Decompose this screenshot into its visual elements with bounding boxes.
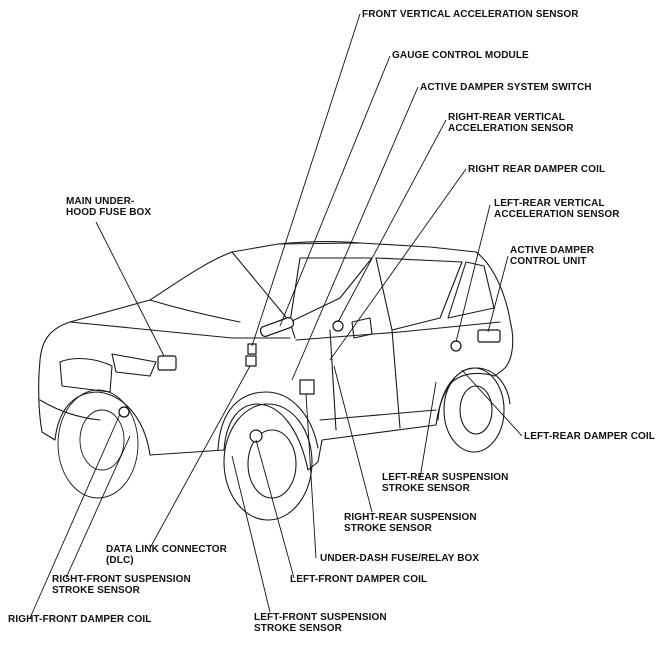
rr-sensor-shape [332,320,344,332]
leader-left-front-suspension-stroke-sensor [231,455,271,613]
vehicle-body-outline [38,242,514,471]
label-right-front-damper-coil: RIGHT-FRONT DAMPER COIL [8,614,152,625]
leader-left-rear-damper-coil [461,369,523,437]
lr-sensor-shape [450,340,462,352]
leader-left-rear-vertical-acceleration-sensor [455,204,491,343]
front-door-seam [329,329,337,431]
hood-outline [69,321,291,339]
front-right-wheel-rim [79,409,125,471]
label-active-damper-system-switch: ACTIVE DAMPER SYSTEM SWITCH [420,82,592,93]
control-unit-shape [477,329,501,343]
body-belt-line [295,321,501,341]
rear-quarter-window [447,261,495,319]
label-left-front-damper-coil: LEFT-FRONT DAMPER COIL [290,574,428,585]
rear-door-window [375,257,463,331]
leader-right-front-damper-coil [29,413,121,619]
leader-gauge-control-module [279,55,391,327]
front-left-wheel [223,403,313,521]
leader-active-damper-control-unit [487,255,509,333]
label-left-rear-suspension-stroke-sensor: LEFT-REAR SUSPENSION STROKE SENSOR [382,472,509,494]
side-mirror [351,317,373,339]
headlight [111,353,157,377]
leader-right-front-suspension-stroke-sensor [65,435,131,579]
rear-door-seam [391,329,401,429]
under-dash-box-shape [299,379,315,395]
label-front-vertical-acceleration-sensor: FRONT VERTICAL ACCELERATION SENSOR [362,9,579,20]
label-right-rear-vertical-acceleration-sensor: RIGHT-REAR VERTICAL ACCELERATION SENSOR [448,112,574,134]
front-wheel-arch [217,391,319,451]
dlc-shape [245,355,257,367]
leader-main-under-hood-fuse-box [95,221,165,357]
label-gauge-control-module: GAUGE CONTROL MODULE [392,50,529,61]
label-left-front-suspension-stroke-sensor: LEFT-FRONT SUSPENSION STROKE SENSOR [254,612,387,634]
leader-data-link-connector [149,365,251,549]
rear-left-wheel-rim [459,385,493,435]
leader-left-rear-suspension-stroke-sensor [419,381,437,479]
front-bumper [39,399,101,421]
label-left-rear-damper-coil: LEFT-REAR DAMPER COIL [524,431,655,442]
front-sensor-shape [247,343,257,355]
leader-under-dash-fuse-relay-box [305,393,317,559]
rf-damper-shape [118,406,130,418]
front-grille [59,357,113,393]
lf-damper-shape [249,429,263,443]
label-right-rear-suspension-stroke-sensor: RIGHT-REAR SUSPENSION STROKE SENSOR [344,512,477,534]
leader-left-front-damper-coil [255,439,295,579]
leader-right-rear-vertical-acceleration-sensor [337,119,447,323]
label-right-rear-damper-coil: RIGHT REAR DAMPER COIL [468,164,606,175]
label-active-damper-control-unit: ACTIVE DAMPER CONTROL UNIT [510,245,595,267]
leader-front-vertical-acceleration-sensor [251,13,361,347]
rear-left-wheel [443,367,505,453]
label-right-front-suspension-stroke-sensor: RIGHT-FRONT SUSPENSION STROKE SENSOR [52,574,191,596]
leader-right-rear-suspension-stroke-sensor [333,365,373,513]
hood-crease [149,299,241,323]
leader-right-rear-damper-coil [329,168,467,361]
gauge-module-shape [259,317,295,337]
label-under-dash-fuse-relay-box: UNDER-DASH FUSE/RELAY BOX [320,553,480,564]
leader-active-damper-system-switch [291,86,419,381]
label-left-rear-vertical-acceleration-sensor: LEFT-REAR VERTICAL ACCELERATION SENSOR [494,198,620,220]
fuse-box-shape [157,355,177,371]
rocker-panel [319,409,437,421]
front-right-wheel [57,389,139,499]
rear-wheel-arch [437,367,511,421]
label-main-under-hood-fuse-box: MAIN UNDER- HOOD FUSE BOX [66,196,152,218]
label-data-link-connector: DATA LINK CONNECTOR (DLC) [106,544,227,566]
